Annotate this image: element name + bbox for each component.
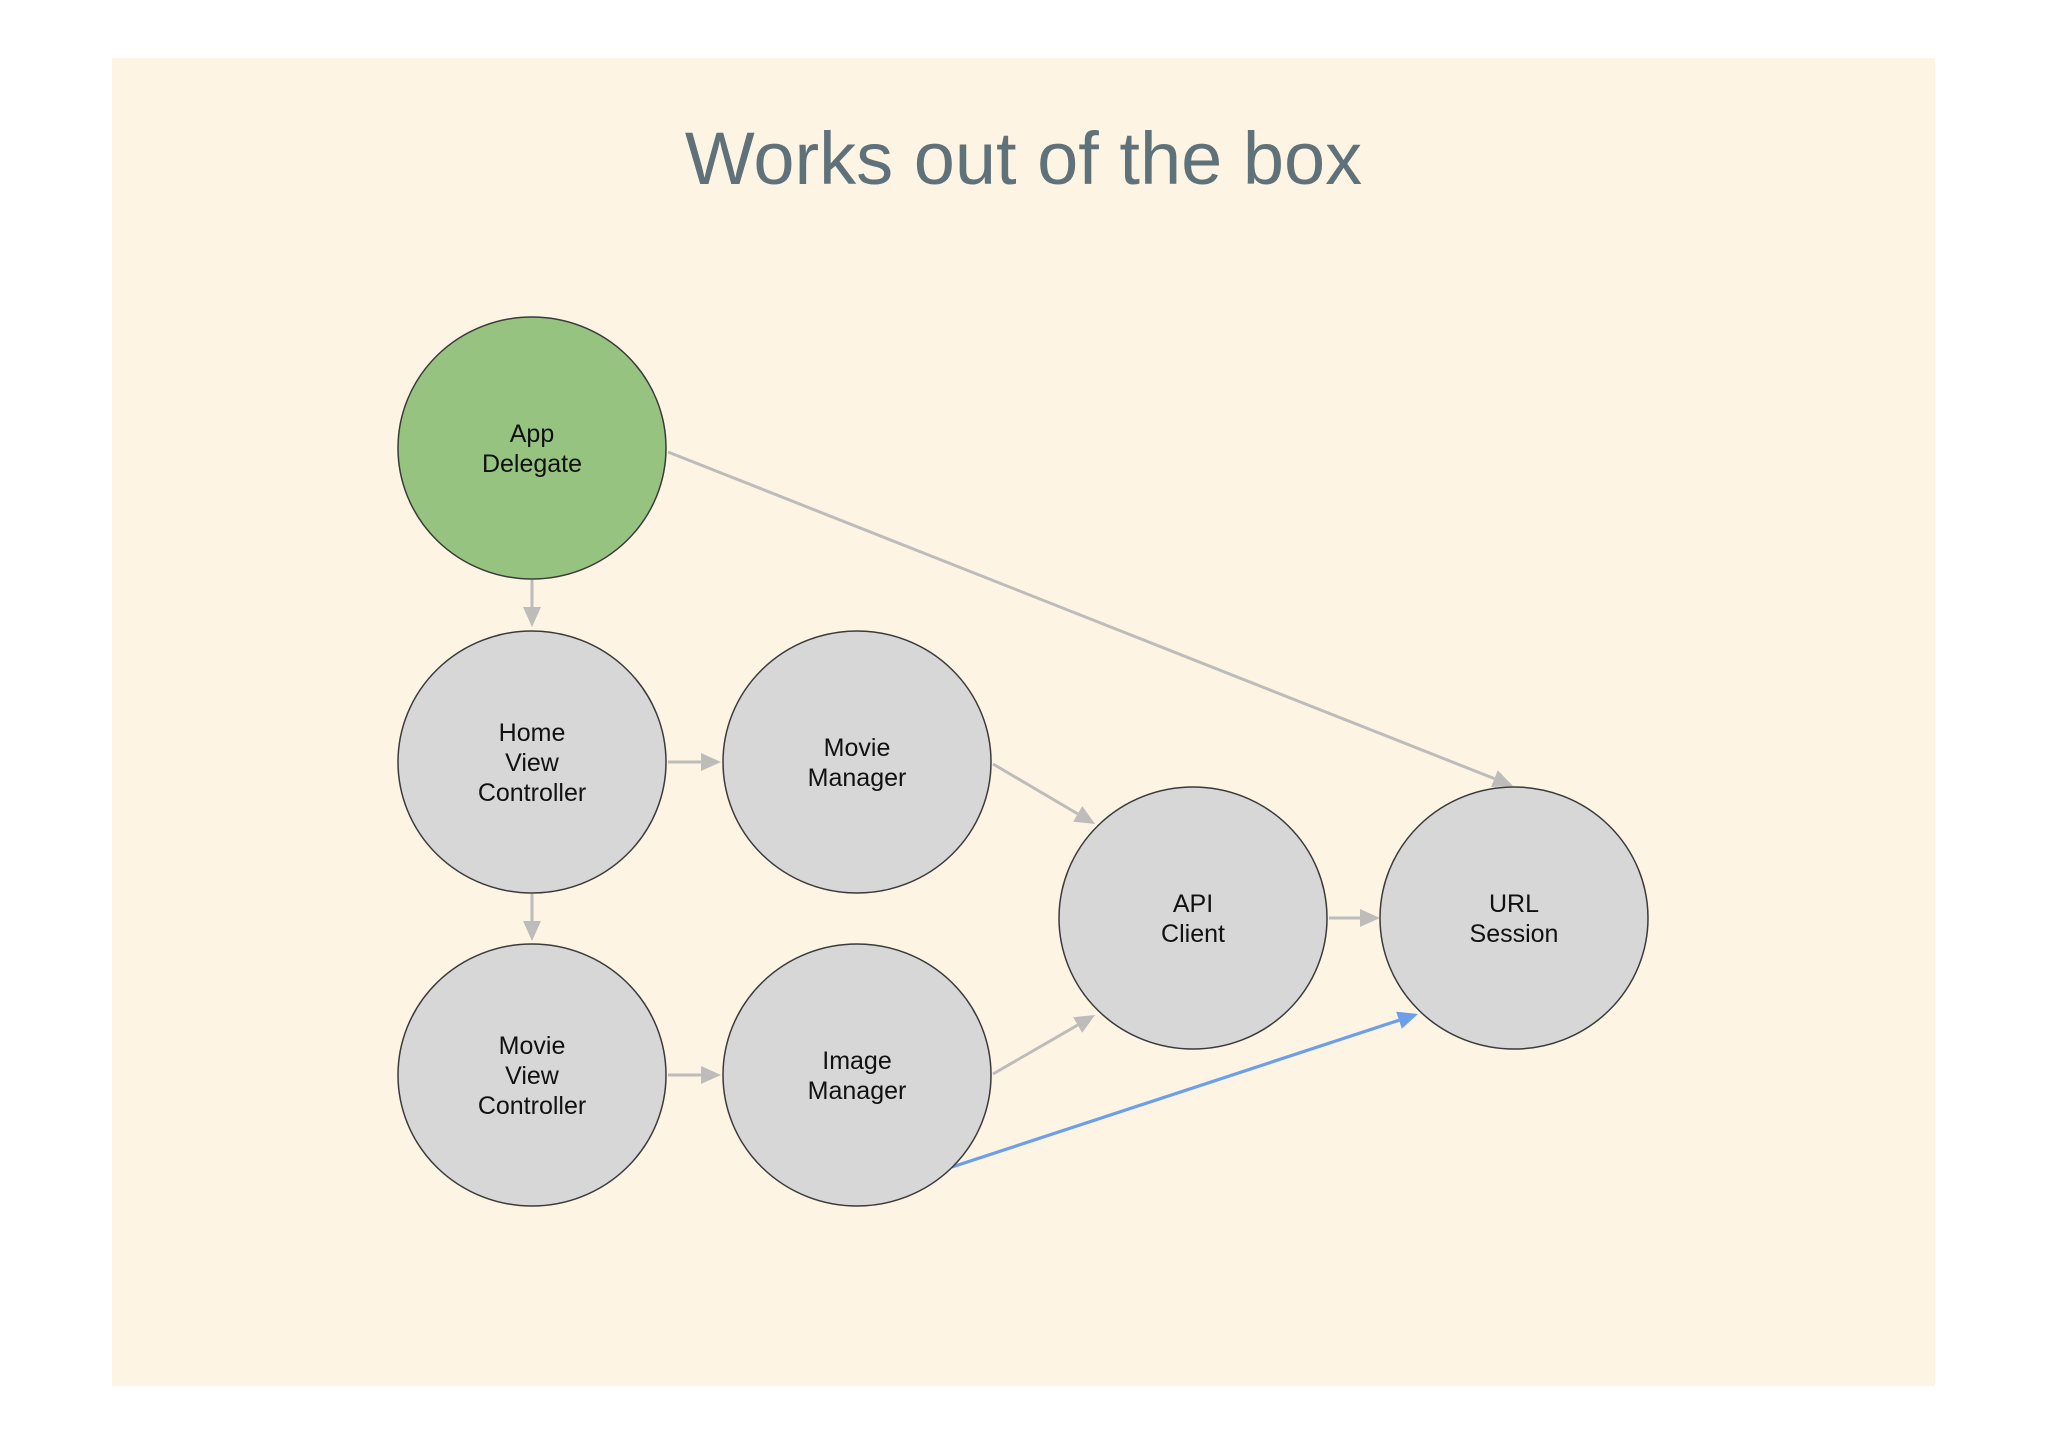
node-label: Home <box>499 719 566 747</box>
arrowhead <box>1491 770 1513 788</box>
node-label: Manager <box>808 1077 907 1105</box>
edge-app-delegate-to-home-view-controller <box>523 580 541 627</box>
node-circle <box>722 630 992 894</box>
edge-home-view-controller-to-movie-view-controller <box>523 894 541 941</box>
edge-image-manager-to-url-session <box>951 1011 1418 1169</box>
node-circle <box>722 943 992 1207</box>
arrowhead <box>523 607 541 627</box>
edge-line <box>992 1023 1079 1076</box>
edge-line <box>951 1018 1400 1169</box>
node-label: Delegate <box>482 450 582 478</box>
node-label: Session <box>1470 920 1559 948</box>
edge-image-manager-to-api-client <box>992 1015 1095 1076</box>
node-label: Image <box>822 1047 891 1075</box>
edges-layer <box>523 450 1513 1169</box>
node-label: API <box>1173 890 1213 918</box>
arrowhead <box>1073 806 1095 824</box>
edge-home-view-controller-to-movie-manager <box>668 753 721 771</box>
node-label: View <box>505 1062 560 1090</box>
edge-line <box>992 762 1079 816</box>
edge-app-delegate-to-url-session <box>667 450 1513 788</box>
arrowhead <box>1396 1011 1418 1029</box>
arrowhead <box>701 753 721 771</box>
node-label: Movie <box>499 1032 566 1060</box>
slide-title: Works out of the box <box>684 117 1363 200</box>
arrowhead <box>1073 1015 1095 1033</box>
edge-line <box>667 450 1495 781</box>
node-label: Client <box>1161 920 1225 948</box>
node-circle <box>1058 786 1328 1050</box>
edge-movie-manager-to-api-client <box>992 762 1095 824</box>
arrowhead <box>1360 909 1380 927</box>
node-circle <box>397 630 667 894</box>
arrowhead <box>701 1066 721 1084</box>
node-label: View <box>505 749 560 777</box>
node-circle <box>397 316 667 580</box>
edge-api-client-to-url-session <box>1329 909 1380 927</box>
node-label: Controller <box>478 779 586 807</box>
node-label: Movie <box>824 734 891 762</box>
arrowhead <box>523 921 541 941</box>
node-label: App <box>510 420 554 448</box>
edge-movie-view-controller-to-image-manager <box>668 1066 721 1084</box>
node-label: Manager <box>808 764 907 792</box>
node-label: URL <box>1489 890 1539 918</box>
node-label: Controller <box>478 1092 586 1120</box>
nodes-layer: AppDelegateHomeViewControllerMovieManage… <box>397 316 1649 1207</box>
node-circle <box>1379 786 1649 1050</box>
node-circle <box>397 943 667 1207</box>
